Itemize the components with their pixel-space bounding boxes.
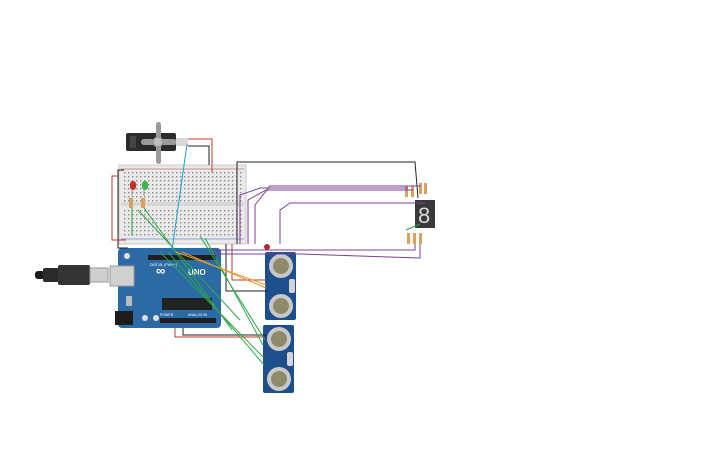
wire-purple-4[interactable] [279, 202, 425, 244]
resistor-red-led[interactable] [129, 198, 133, 208]
wire-purple-5[interactable] [210, 244, 416, 251]
power-pins-label: POWER [160, 313, 174, 317]
wire-blue-servo-signal[interactable] [171, 143, 188, 251]
wire-green-d[interactable] [204, 237, 264, 346]
display-resistors-bottom[interactable] [407, 233, 422, 244]
usb-cable-icon[interactable] [35, 265, 109, 285]
arduino-logo: ∞ [156, 263, 165, 278]
analog-pins-label: ANALOG IN [188, 313, 208, 317]
wire-red-servo[interactable] [188, 138, 213, 172]
arduino-uno-board[interactable]: ∞ UNO DIGITAL (PWM~) POWER ANALOG IN [109, 248, 221, 328]
wire-orange-2[interactable] [181, 251, 267, 289]
wire-green-f[interactable] [167, 251, 265, 366]
display-resistors-top[interactable] [405, 183, 427, 197]
wire-black-servo[interactable] [188, 145, 210, 165]
wire-black-sensor2[interactable] [225, 244, 268, 292]
servo-motor-icon[interactable] [126, 122, 188, 164]
wire-red-sensor[interactable] [174, 328, 263, 338]
seven-segment-display[interactable]: 8 [415, 200, 435, 228]
wire-red-sensor2[interactable] [231, 244, 266, 281]
wire-green-b[interactable] [137, 209, 241, 321]
wire-red-power[interactable] [111, 175, 126, 241]
wire-black-sensor[interactable] [182, 328, 266, 336]
wires [111, 138, 425, 366]
wire-black-gnd[interactable] [117, 169, 128, 249]
wire-purple-2[interactable] [247, 189, 413, 244]
wire-green-e[interactable] [159, 251, 265, 359]
arduino-uno-label: UNO [188, 268, 206, 277]
wire-black-display[interactable] [236, 161, 419, 244]
wire-green-g[interactable] [405, 223, 421, 231]
wire-purple-6[interactable] [214, 244, 421, 259]
digital-pins-label: DIGITAL (PWM~) [150, 263, 177, 267]
ultrasonic-sensor-top[interactable] [265, 252, 296, 320]
wire-purple-3[interactable] [254, 185, 421, 244]
red-led[interactable] [130, 181, 136, 196]
ultrasonic-sensor-bottom[interactable] [263, 325, 294, 393]
resistor-green-led[interactable] [141, 198, 145, 208]
seven-segment-digit: 8 [418, 203, 430, 228]
green-led[interactable] [142, 181, 148, 196]
wire-purple-1[interactable] [239, 187, 408, 244]
red-component[interactable] [264, 244, 270, 250]
